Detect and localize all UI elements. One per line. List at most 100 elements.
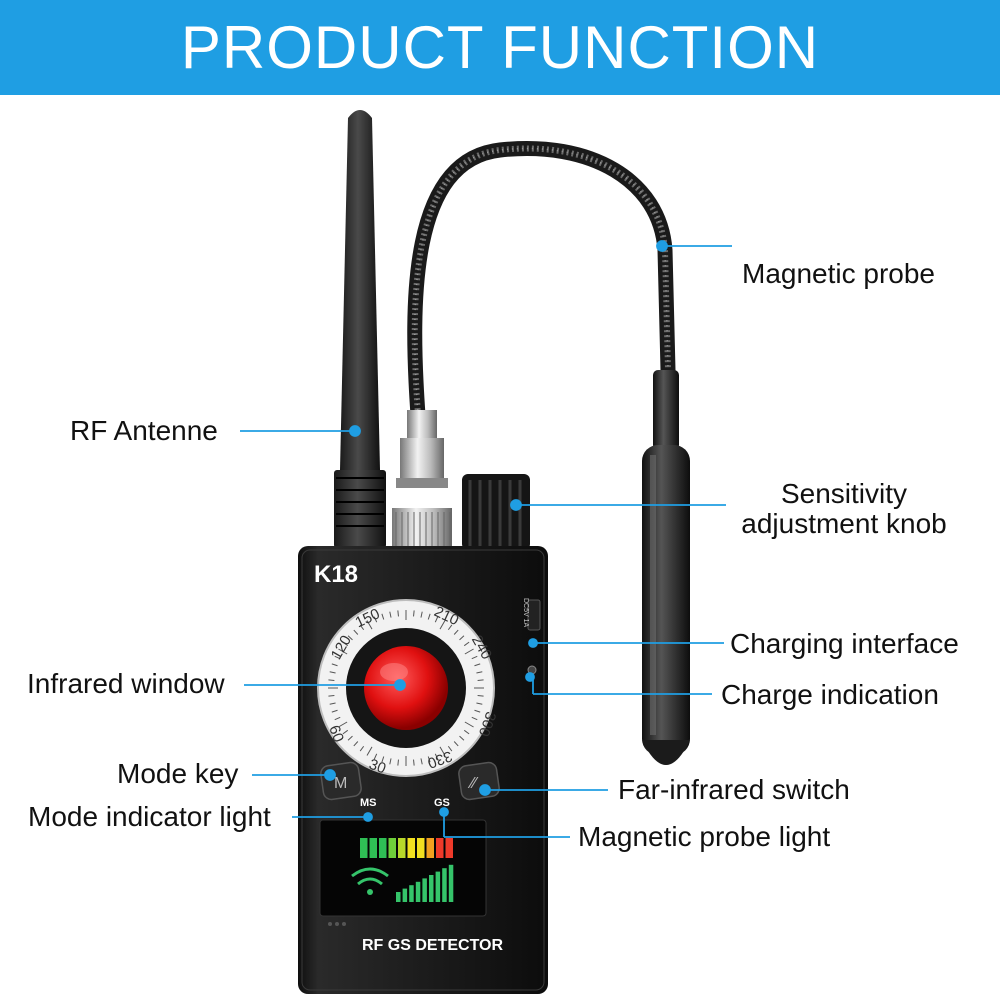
callout-infrared-window: Infrared window xyxy=(27,668,225,699)
signal-bar xyxy=(435,871,441,902)
callout-rf-antenne: RF Antenne xyxy=(70,415,218,446)
dial-tick xyxy=(453,741,459,747)
dial-tick xyxy=(347,635,353,641)
magnetic-probe xyxy=(407,141,690,765)
signal-bar xyxy=(396,892,401,902)
dial-tick xyxy=(342,641,349,647)
dial-tick xyxy=(334,655,341,660)
level-segment xyxy=(445,838,453,858)
dial-tick xyxy=(329,671,336,674)
dial-tick xyxy=(463,729,470,735)
dial-tick xyxy=(464,648,474,655)
callout-charging-interface: Charging interface xyxy=(730,628,959,659)
signal-level-bar xyxy=(360,838,453,858)
level-segment xyxy=(436,838,444,858)
dial-tick xyxy=(420,758,423,765)
callout-mode-key: Mode key xyxy=(117,758,239,789)
dial-tick xyxy=(359,745,365,752)
dial-tick xyxy=(366,620,373,630)
dial-tick xyxy=(413,759,415,766)
rf-antenna xyxy=(334,110,386,548)
level-segment xyxy=(369,838,377,858)
far-infrared-switch-icon: ∕∕ xyxy=(467,775,479,792)
dial-tick xyxy=(474,709,481,713)
dial-tick xyxy=(381,756,385,763)
dial-tick xyxy=(338,648,348,655)
dial-tick xyxy=(347,735,353,741)
dial-tick xyxy=(331,663,338,667)
dial-tick xyxy=(453,629,459,635)
title-banner: PRODUCT FUNCTION xyxy=(0,0,1000,95)
signal-bar xyxy=(415,881,421,902)
dial-tick xyxy=(353,741,359,747)
dial-tick xyxy=(328,679,335,681)
level-segment xyxy=(426,838,434,858)
dial-numbers: 30 60 120 150 210 240 300 330 xyxy=(325,603,499,777)
wifi-icon xyxy=(351,867,389,895)
dial-tick xyxy=(334,716,341,721)
dial-tick xyxy=(338,721,348,728)
callout-sensitivity-line1: Sensitivity xyxy=(780,478,908,509)
dial-tick xyxy=(342,729,349,735)
level-segment xyxy=(417,838,425,858)
dial-tick xyxy=(359,624,365,631)
dial-tick xyxy=(373,753,378,760)
gs-indicator-label: GS xyxy=(434,797,450,809)
dial-number: 60 xyxy=(325,723,347,744)
far-infrared-switch[interactable]: ∕∕ xyxy=(458,761,500,801)
dial-tick xyxy=(471,716,478,721)
signal-bar-graph xyxy=(396,864,454,902)
level-segment xyxy=(360,838,368,858)
dial-tick xyxy=(427,613,431,620)
level-segment xyxy=(407,838,415,858)
dial-tick xyxy=(389,758,392,765)
model-label: K18 xyxy=(314,561,358,588)
dial-tick xyxy=(447,745,453,752)
signal-bar xyxy=(442,868,447,902)
dial-tick xyxy=(413,610,415,617)
dial-tick xyxy=(476,671,483,674)
dial-tick xyxy=(447,624,453,631)
dial-tick xyxy=(464,721,474,728)
callout-magnetic-probe-light: Magnetic probe light xyxy=(578,821,831,852)
dial-tick xyxy=(331,709,338,713)
dial-tick xyxy=(353,629,359,635)
dial-tick xyxy=(373,616,378,623)
dial-tick xyxy=(463,641,470,647)
callout-sensitivity-line2: adjustment knob xyxy=(741,508,947,539)
dial-tick xyxy=(397,759,399,766)
dial-tick xyxy=(471,655,478,660)
signal-bar xyxy=(422,878,427,902)
signal-bar xyxy=(409,885,414,902)
dial-tick xyxy=(477,679,484,681)
dial-tick xyxy=(328,695,335,697)
level-segment xyxy=(388,838,396,858)
dial-ticks xyxy=(328,610,484,766)
sensitivity-knob[interactable] xyxy=(462,474,530,550)
dial-tick xyxy=(427,756,431,763)
callout-mode-indicator-light: Mode indicator light xyxy=(28,801,271,832)
dial-number: 30 xyxy=(367,756,388,778)
dial-tick xyxy=(439,746,446,756)
ms-indicator-label: MS xyxy=(360,797,377,809)
dial-tick xyxy=(474,663,481,667)
probe-connector xyxy=(392,410,452,548)
device-body: K18 30 60 120 150 210 240 300 330 DC5V 1… xyxy=(298,546,548,994)
dial-tick xyxy=(389,611,392,618)
callout-magnetic-probe: Magnetic probe xyxy=(742,258,936,289)
mode-key[interactable]: M xyxy=(320,761,362,801)
dial-tick xyxy=(329,702,336,705)
dial-tick xyxy=(366,746,373,756)
level-segment xyxy=(379,838,387,858)
mode-key-letter: M xyxy=(334,775,347,792)
signal-bar xyxy=(429,875,434,902)
dial-tick xyxy=(420,611,423,618)
dc-port-text: DC5V 1A xyxy=(522,598,529,628)
signal-bar xyxy=(402,888,408,902)
dial-tick xyxy=(477,695,484,697)
dial-tick xyxy=(381,613,385,620)
callout-sensitivity-knob: Sensitivity adjustment knob xyxy=(734,479,954,539)
dial-tick xyxy=(434,616,439,623)
brand-label: RF GS DETECTOR xyxy=(362,937,503,954)
